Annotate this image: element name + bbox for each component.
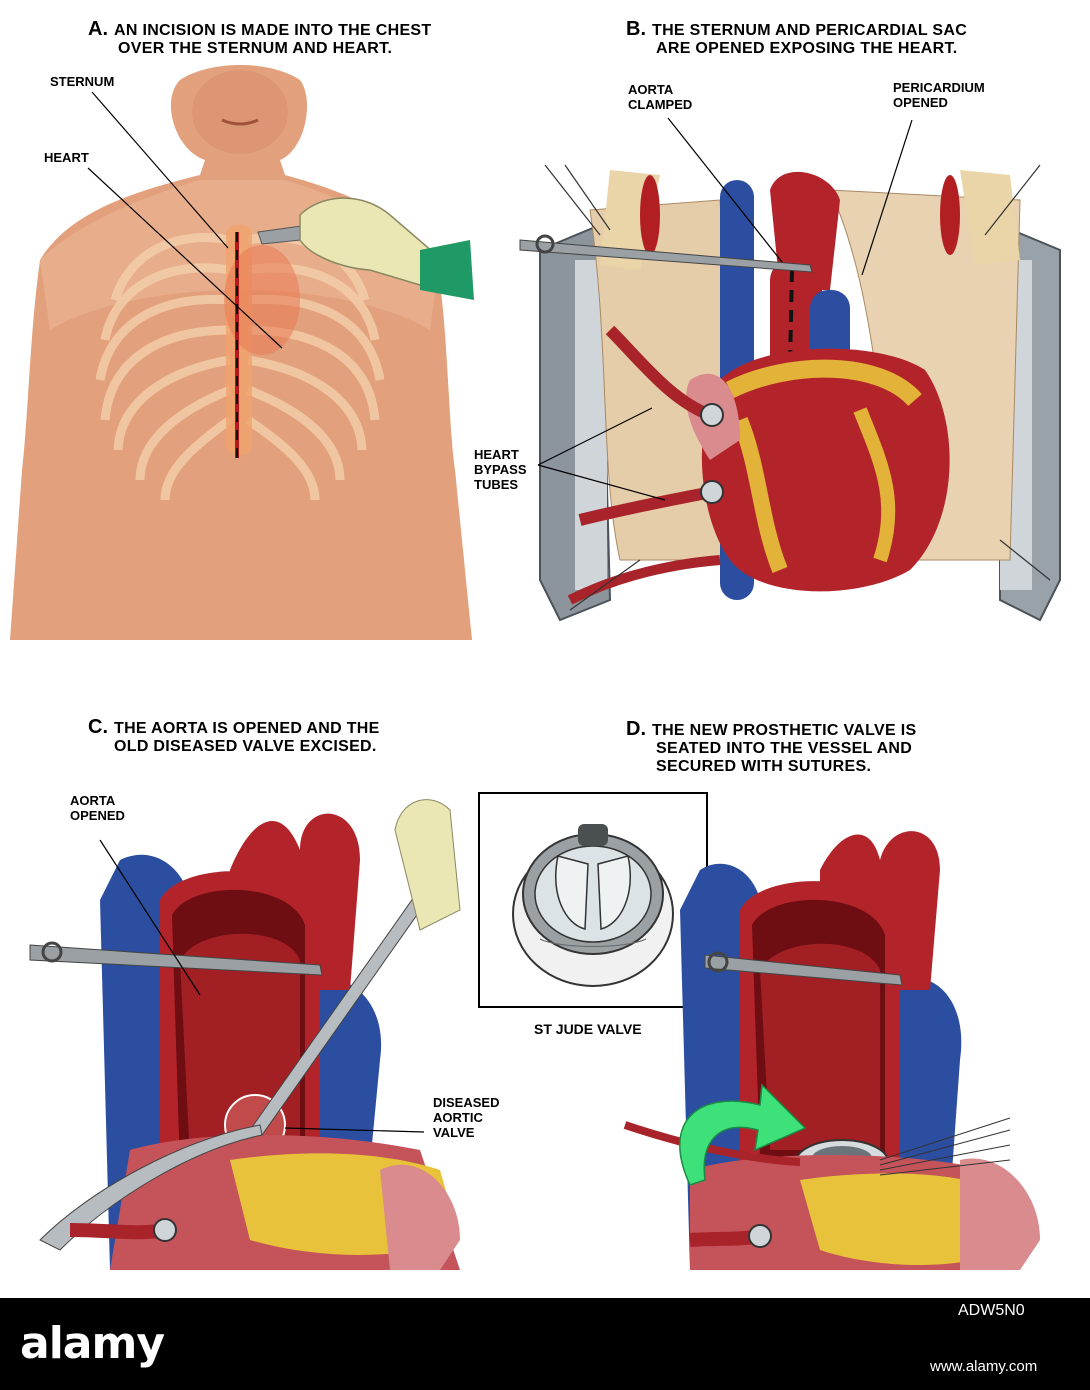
alamy-logo: alamy [20, 1318, 165, 1369]
caption-c: C. THE AORTA IS OPENED AND THE OLD DISEAS… [88, 716, 380, 756]
caption-b-line1: THE STERNUM AND PERICARDIAL SAC [652, 22, 968, 39]
caption-a-line1: AN INCISION IS MADE INTO THE CHEST [114, 22, 432, 39]
rib-cage [95, 233, 385, 501]
caption-d-line2: SEATED INTO THE VESSEL AND [656, 740, 913, 757]
label-diseased-aortic-valve: DISEASED AORTIC VALVE [433, 1095, 500, 1140]
caption-b-letter: B. [626, 18, 646, 40]
green-arrow-icon [679, 1083, 807, 1186]
caption-a: A. AN INCISION IS MADE INTO THE CHEST OVE… [88, 18, 432, 58]
heart-outline [224, 245, 300, 355]
caption-c-line1: THE AORTA IS OPENED AND THE [114, 720, 380, 737]
caption-a-letter: A. [88, 18, 108, 40]
label-sternum: STERNUM [50, 74, 115, 89]
caption-d-letter: D. [626, 718, 646, 740]
caption-c-line2: OLD DISEASED VALVE EXCISED. [114, 738, 377, 755]
label-aorta-opened: AORTA OPENED [70, 793, 125, 823]
label-heart: HEART [44, 150, 89, 165]
label-pericardium-opened: PERICARDIUM OPENED [893, 80, 985, 110]
st-jude-valve-box [478, 792, 708, 1008]
image-id: ADW5N0 [958, 1302, 1025, 1319]
caption-b: B. THE STERNUM AND PERICARDIAL SAC ARE OP… [626, 18, 968, 58]
footer-bar [0, 1298, 1090, 1390]
caption-d-line3: SECURED WITH SUTURES. [656, 758, 872, 775]
label-heart-bypass-tubes: HEART BYPASS TUBES [474, 447, 527, 492]
label-aorta-clamped: AORTA CLAMPED [628, 82, 693, 112]
caption-d: D. THE NEW PROSTHETIC VALVE IS SEATED INT… [626, 718, 917, 776]
label-st-jude-valve: ST JUDE VALVE [534, 1021, 642, 1037]
surgical-sleeve [420, 240, 474, 300]
caption-a-line2: OVER THE STERNUM AND HEART. [118, 40, 393, 57]
st-jude-valve-icon [512, 824, 674, 987]
caption-d-line1: THE NEW PROSTHETIC VALVE IS [652, 722, 917, 739]
caption-c-letter: C. [88, 716, 108, 738]
site-url[interactable]: www.alamy.com [930, 1358, 1038, 1375]
caption-b-line2: ARE OPENED EXPOSING THE HEART. [656, 40, 958, 57]
